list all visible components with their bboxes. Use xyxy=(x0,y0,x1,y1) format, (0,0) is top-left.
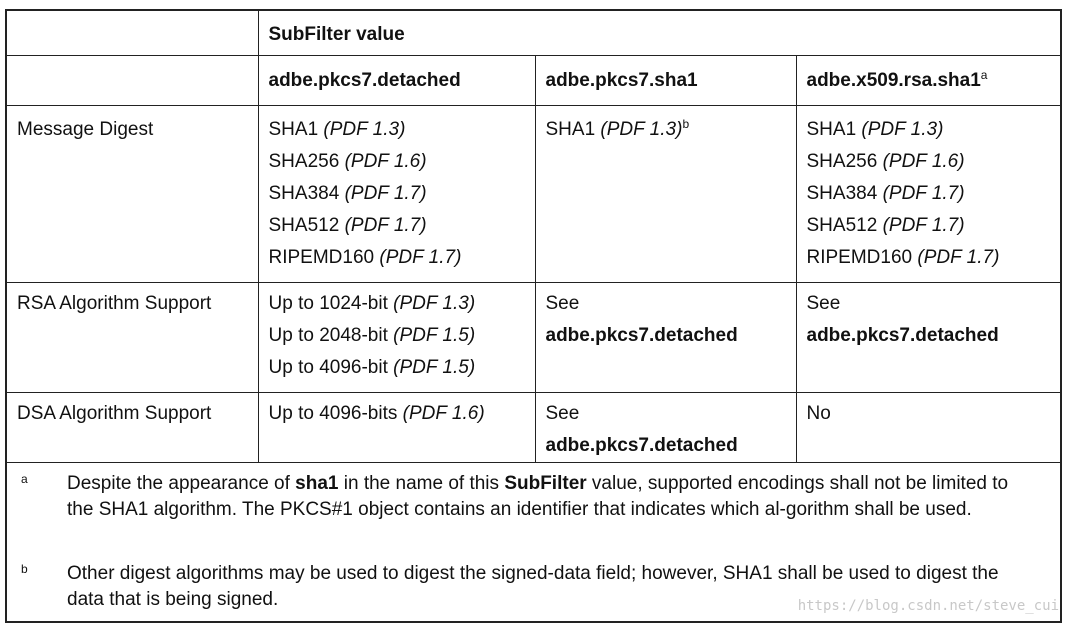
algorithm-name: RIPEMD160 xyxy=(806,246,913,268)
footnote-text-part: Despite the appearance of xyxy=(67,472,296,494)
see-text: See xyxy=(545,292,580,314)
pdf-version: (PDF 1.7) xyxy=(344,214,427,236)
empty-corner-cell xyxy=(5,54,259,106)
cell-md-detached: SHA1 (PDF 1.3)SHA256 (PDF 1.6)SHA384 (PD… xyxy=(257,104,536,283)
see-text: See xyxy=(545,402,580,424)
cell-dsa-detached: Up to 4096-bits (PDF 1.6) xyxy=(257,391,536,463)
rsa-detached-item: Up to 2048-bit (PDF 1.5) xyxy=(269,320,525,352)
md-detached-item: SHA384 (PDF 1.7) xyxy=(269,178,525,210)
footnote-ref-b: b xyxy=(682,116,690,131)
pdf-version: (PDF 1.3) xyxy=(323,118,406,140)
algorithm-name: SHA512 xyxy=(806,214,878,236)
empty-corner-cell xyxy=(5,9,259,56)
row-label-dsa: DSA Algorithm Support xyxy=(5,391,259,463)
cell-rsa-sha1: See adbe.pkcs7.detached xyxy=(534,281,797,393)
cell-dsa-sha1: See adbe.pkcs7.detached xyxy=(534,391,797,463)
algorithm-name: SHA384 xyxy=(268,182,340,204)
algorithm-name: RIPEMD160 xyxy=(268,246,375,268)
cell-rsa-detached: Up to 1024-bit (PDF 1.3)Up to 2048-bit (… xyxy=(257,281,536,393)
footnote-marker: b xyxy=(21,561,28,576)
md-sha1-name: SHA1 xyxy=(545,118,596,140)
subfilter-value-heading: SubFilter value xyxy=(257,9,1062,56)
algorithm-name: SHA384 xyxy=(806,182,878,204)
see-reference: adbe.pkcs7.detached xyxy=(545,324,738,346)
cell-dsa-x509: No xyxy=(795,391,1062,463)
row-label-message-digest: Message Digest xyxy=(5,104,259,283)
md-x509-item: SHA256 (PDF 1.6) xyxy=(807,146,1051,178)
md-detached-item: SHA512 (PDF 1.7) xyxy=(269,210,525,242)
footnotes-row: a Despite the appearance of sha1 in the … xyxy=(5,461,1062,622)
md-x509-item: SHA384 (PDF 1.7) xyxy=(807,178,1051,210)
see-text: See xyxy=(806,292,841,314)
pdf-version: (PDF 1.7) xyxy=(882,182,965,204)
footnote-text: Other digest algorithms may be used to d… xyxy=(67,562,999,610)
algorithm-name: Up to 1024-bit xyxy=(268,292,388,314)
table-row-message-digest: Message Digest SHA1 (PDF 1.3)SHA256 (PDF… xyxy=(5,104,1062,283)
md-sha1-version: (PDF 1.3) xyxy=(600,118,683,140)
watermark: https://blog.csdn.net/steve_cui xyxy=(797,598,1059,614)
footnote-bold-term: sha1 xyxy=(295,472,339,494)
pdf-version: (PDF 1.7) xyxy=(917,246,1000,268)
footnote-text-part: in the name of this xyxy=(338,472,505,494)
pdf-version: (PDF 1.7) xyxy=(379,246,462,268)
dsa-version: (PDF 1.6) xyxy=(402,402,485,424)
cell-rsa-x509: See adbe.pkcs7.detached xyxy=(795,281,1062,393)
md-x509-item: SHA512 (PDF 1.7) xyxy=(807,210,1051,242)
pdf-version: (PDF 1.5) xyxy=(393,356,476,378)
algorithm-name: SHA256 xyxy=(268,150,340,172)
column-heading-pkcs7-sha1: adbe.pkcs7.sha1 xyxy=(534,54,797,106)
footnote-text: Despite the appearance of sha1 in the na… xyxy=(67,471,1017,523)
header-row-subfilter: SubFilter value xyxy=(5,9,1062,56)
algorithm-name: SHA1 xyxy=(806,118,857,140)
md-detached-item: SHA1 (PDF 1.3) xyxy=(269,114,525,146)
algorithm-name: SHA1 xyxy=(268,118,319,140)
md-x509-item: SHA1 (PDF 1.3) xyxy=(807,114,1051,146)
column-heading-text: adbe.x509.rsa.sha1 xyxy=(806,69,981,91)
cell-md-x509: SHA1 (PDF 1.3)SHA256 (PDF 1.6)SHA384 (PD… xyxy=(795,104,1062,283)
algorithm-name: SHA256 xyxy=(806,150,878,172)
footnote-ref-a: a xyxy=(980,67,988,82)
see-reference: adbe.pkcs7.detached xyxy=(806,324,999,346)
see-reference: adbe.pkcs7.detached xyxy=(545,434,738,456)
md-detached-item: SHA256 (PDF 1.6) xyxy=(269,146,525,178)
subfilter-table: SubFilter value adbe.pkcs7.detached adbe… xyxy=(5,9,1063,623)
md-detached-item: RIPEMD160 (PDF 1.7) xyxy=(269,242,525,274)
pdf-version: (PDF 1.6) xyxy=(344,150,427,172)
column-heading-x509-rsa-sha1: adbe.x509.rsa.sha1a xyxy=(795,54,1062,106)
cell-md-sha1: SHA1 (PDF 1.3)b xyxy=(534,104,797,283)
footnotes-cell: a Despite the appearance of sha1 in the … xyxy=(5,461,1062,622)
algorithm-name: Up to 4096-bit xyxy=(268,356,388,378)
table-row-rsa: RSA Algorithm Support Up to 1024-bit (PD… xyxy=(5,281,1062,393)
pdf-version: (PDF 1.5) xyxy=(393,324,476,346)
dsa-name: Up to 4096-bits xyxy=(268,402,398,424)
footnote-marker: a xyxy=(21,471,28,486)
rsa-detached-item: Up to 4096-bit (PDF 1.5) xyxy=(269,352,525,384)
pdf-version: (PDF 1.6) xyxy=(882,150,965,172)
rsa-detached-item: Up to 1024-bit (PDF 1.3) xyxy=(269,288,525,320)
algorithm-name: Up to 2048-bit xyxy=(268,324,388,346)
pdf-version: (PDF 1.3) xyxy=(861,118,944,140)
pdf-version: (PDF 1.7) xyxy=(344,182,427,204)
row-label-rsa: RSA Algorithm Support xyxy=(5,281,259,393)
column-heading-pkcs7-detached: adbe.pkcs7.detached xyxy=(257,54,536,106)
header-row-columns: adbe.pkcs7.detached adbe.pkcs7.sha1 adbe… xyxy=(5,54,1062,106)
algorithm-name: SHA512 xyxy=(268,214,340,236)
footnote-bold-term: SubFilter xyxy=(504,472,587,494)
table-row-dsa: DSA Algorithm Support Up to 4096-bits (P… xyxy=(5,391,1062,463)
footnote-text-part: value, supported encodings shall not be … xyxy=(67,472,1009,520)
pdf-version: (PDF 1.7) xyxy=(882,214,965,236)
pdf-version: (PDF 1.3) xyxy=(393,292,476,314)
md-x509-item: RIPEMD160 (PDF 1.7) xyxy=(807,242,1051,274)
